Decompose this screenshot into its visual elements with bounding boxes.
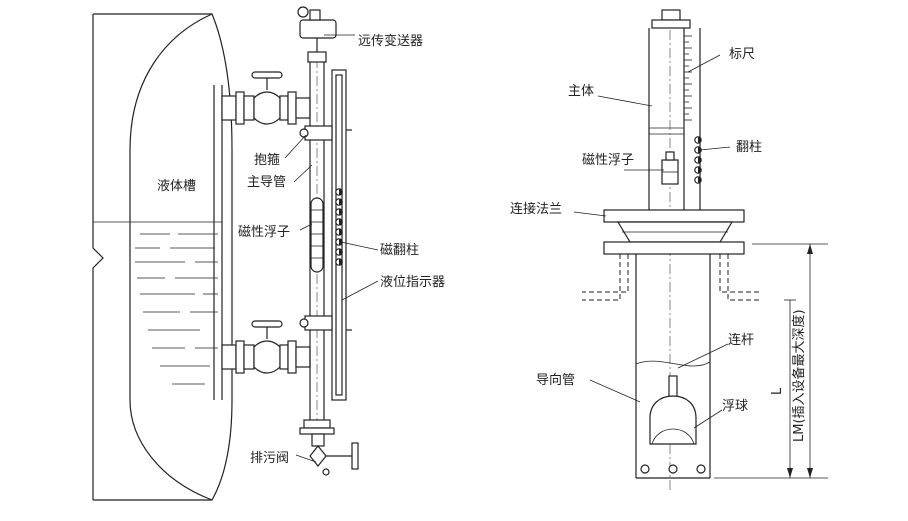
label-magnetic-float-right: 磁性浮子 xyxy=(582,153,634,168)
liquid-hatch xyxy=(135,233,218,385)
label-level-indicator: 液位指示器 xyxy=(380,275,445,290)
label-flip-column: 翻柱 xyxy=(736,140,762,155)
connecting-flange xyxy=(603,209,745,255)
label-liquid-tank: 液体槽 xyxy=(157,179,196,194)
lower-connection xyxy=(221,320,311,374)
liquid-tank xyxy=(92,13,233,501)
label-float-ball: 浮球 xyxy=(722,399,748,414)
scale-top xyxy=(651,9,691,29)
magnetic-float-right xyxy=(661,151,679,185)
right-figure xyxy=(573,9,828,490)
magnetic-float-left xyxy=(310,197,324,273)
flip-balls-right xyxy=(694,136,702,184)
label-drain-valve: 排污阀 xyxy=(250,451,289,466)
dimension-lines xyxy=(714,243,828,479)
labels: 远传变送器 抱箍 主导管 液体槽 磁性浮子 磁翻柱 液位指示器 排污阀 标尺 主… xyxy=(157,33,807,466)
label-guide-tube: 导向管 xyxy=(536,372,575,388)
label-dim-l: L xyxy=(770,387,785,395)
label-clamp: 抱箍 xyxy=(254,152,280,168)
label-transmitter: 远传变送器 xyxy=(358,33,423,49)
scale-ticks xyxy=(684,35,692,121)
label-dim-lm: LM(插入设备最大深度) xyxy=(791,309,807,442)
label-main-body: 主体 xyxy=(568,84,594,99)
equipment-nozzle xyxy=(582,254,760,301)
label-magnetic-float-left: 磁性浮子 xyxy=(238,225,290,240)
flip-balls-left xyxy=(335,188,343,266)
clamps xyxy=(299,125,333,331)
drain-valve xyxy=(299,419,359,476)
rod-and-float xyxy=(649,375,697,445)
left-figure xyxy=(92,6,379,501)
label-connecting-rod: 连杆 xyxy=(728,332,754,348)
label-main-guide-tube: 主导管 xyxy=(247,175,286,190)
transmitter xyxy=(297,6,337,63)
upper-connection xyxy=(221,71,311,125)
right-leaders xyxy=(573,54,731,429)
label-magnetic-flip-column: 磁翻柱 xyxy=(380,243,419,258)
label-scale: 标尺 xyxy=(729,47,755,62)
guide-tube xyxy=(635,254,711,479)
left-leaders xyxy=(284,34,379,463)
label-connecting-flange: 连接法兰 xyxy=(510,201,562,217)
indicator-column xyxy=(331,69,352,401)
